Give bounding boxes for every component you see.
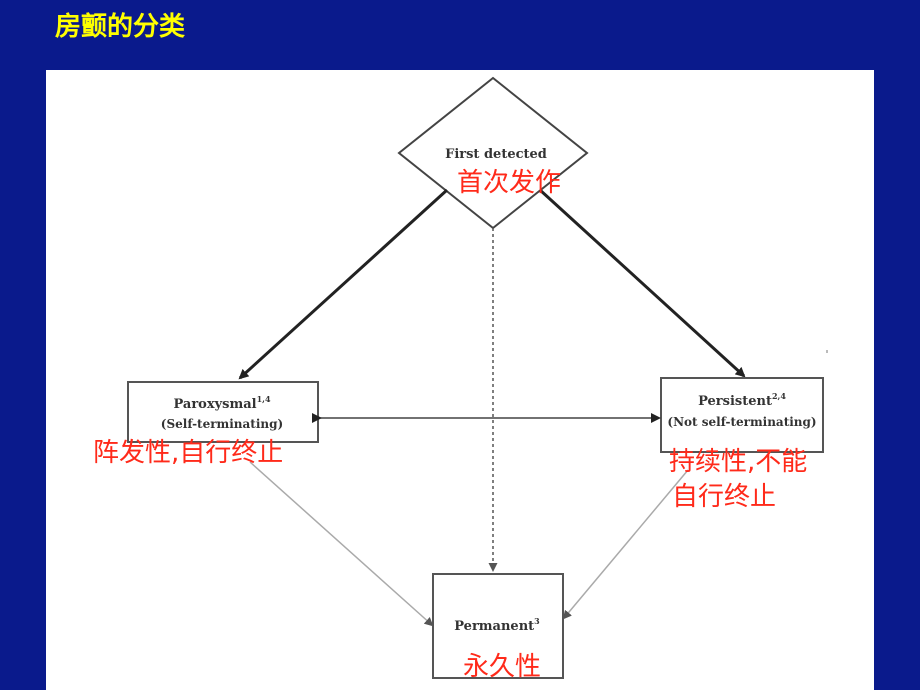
first-detected-label: First detected [445,147,547,162]
arrow-first-to-paroxysmal [238,188,449,380]
persistent-cn-line1: 持续性,不能 [669,447,808,477]
permanent-title: Permanent [454,619,534,634]
paroxysmal-sublabel: (Self-terminating) [161,417,283,431]
arrow-first-to-persistent [538,188,746,378]
persistent-sublabel: (Not self-terminating) [667,415,816,429]
arrow-persistent-to-permanent [562,469,689,620]
persistent-label: Persistent2,4 [698,391,786,409]
persistent-box [660,377,824,453]
persistent-cn-line2: 自行终止 [672,482,777,512]
scan-speck [826,350,828,353]
persistent-sup: 2,4 [772,391,786,401]
paroxysmal-title: Paroxysmal [173,397,256,412]
paroxysmal-box [127,381,319,443]
permanent-sup: 3 [534,616,540,626]
paroxysmal-cn: 阵发性,自行终止 [93,438,284,468]
permanent-label: Permanent3 [454,616,540,634]
arrow-paroxysmal-to-permanent [249,461,434,627]
persistent-title: Persistent [698,394,772,409]
permanent-box [432,573,564,679]
paroxysmal-label: Paroxysmal1,4 [173,394,270,412]
first-detected-cn: 首次发作 [457,168,562,198]
paroxysmal-sup: 1,4 [257,394,271,404]
permanent-cn: 永久性 [463,652,542,682]
slide-title: 房颤的分类 [55,12,186,42]
